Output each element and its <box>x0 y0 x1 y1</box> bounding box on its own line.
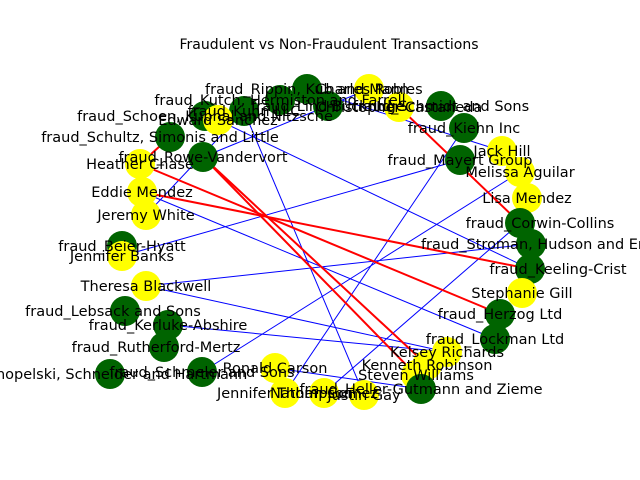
edge-12 <box>145 285 448 353</box>
customer-node-n40 <box>349 380 379 410</box>
customer-node-n22 <box>107 241 137 271</box>
merchant-node-n30 <box>149 332 179 362</box>
merchant-node-n0 <box>292 74 322 104</box>
node-label-n22: Jennifer Banks <box>69 249 174 265</box>
customer-node-n25 <box>507 278 537 308</box>
nodes-layer <box>95 74 546 410</box>
node-label-n13: fraud_Rowe-Vandervort <box>118 150 287 166</box>
merchant-node-n3 <box>229 96 259 126</box>
node-label-n15: Melissa Aguilar <box>465 165 574 181</box>
customer-node-n16 <box>127 177 157 207</box>
node-label-n27: fraud_Herzog Ltd <box>438 307 563 323</box>
node-label-n39: Nathan Gomez <box>270 386 378 402</box>
edges-layer <box>121 88 532 396</box>
merchant-node-n6 <box>426 91 456 121</box>
node-label-n32: Kenneth Robinson <box>362 358 493 374</box>
customer-node-n38 <box>270 378 300 408</box>
customer-node-n8 <box>203 105 233 135</box>
edge-13 <box>167 324 448 353</box>
edge-8 <box>217 119 531 270</box>
customer-node-n39 <box>309 378 339 408</box>
node-label-n29: fraud_Lockman Ltd <box>426 332 564 348</box>
node-label-n20: fraud_Stroman, Hudson and Erdman <box>421 237 640 253</box>
node-label-n1: Charles Robles <box>315 82 422 98</box>
edge-2 <box>145 243 532 287</box>
customer-node-n11 <box>487 136 517 166</box>
customer-node-n18 <box>131 200 161 230</box>
customer-node-n1 <box>354 74 384 104</box>
edge-3 <box>243 110 365 396</box>
customer-node-n17 <box>512 183 542 213</box>
fraud-edge-17 <box>139 163 501 315</box>
node-label-n8: Edward Sanchez <box>158 113 278 129</box>
customer-node-n15 <box>505 157 535 187</box>
node-label-n6: fraud_Schmidt and Sons <box>353 99 529 115</box>
merchant-node-n27 <box>485 299 515 329</box>
chart-title: Fraudulent vs Non-Fraudulent Transaction… <box>179 37 478 53</box>
node-label-n19: fraud_Corwin-Collins <box>466 216 615 232</box>
node-label-n3: fraud_Kuhn LLC <box>188 104 301 120</box>
node-label-n37: fraud_Heller-Gutmann and Zieme <box>299 382 542 398</box>
merchant-node-n35 <box>187 357 217 387</box>
merchant-node-n14 <box>445 145 475 175</box>
customer-node-n24 <box>131 271 161 301</box>
node-label-n35: fraud_Schmeler and Sons <box>109 365 294 381</box>
node-label-n30: fraud_Rutherford-Mertz <box>72 340 241 356</box>
node-label-n7: fraud_Schoen, Kuphal and Nitzsche <box>77 109 333 125</box>
merchant-node-n37 <box>406 374 436 404</box>
node-label-n10: fraud_Schultz, Simonis and Little <box>41 130 279 146</box>
merchant-node-n34 <box>95 359 125 389</box>
merchant-node-n4 <box>265 85 295 115</box>
fraud-edge-16 <box>141 191 531 270</box>
node-label-n17: Lisa Mendez <box>482 191 572 207</box>
node-label-n34: fraud_Konopelski, Schneider and Hartmann <box>0 367 247 383</box>
node-label-n5: fraud_Lind-Buckridge <box>251 99 405 115</box>
node-label-n16: Eddie Mendez <box>91 185 193 201</box>
customer-node-n33 <box>260 353 290 383</box>
node-label-n38: Jennifer Thompson <box>216 386 353 402</box>
customer-node-n2 <box>384 92 414 122</box>
merchant-node-n10 <box>155 122 185 152</box>
edge-7 <box>201 171 521 373</box>
edge-5 <box>323 222 521 394</box>
node-label-n40: Justin Gay <box>326 388 401 404</box>
merchant-node-n20 <box>516 229 546 259</box>
node-label-n28: fraud_Kerluke-Abshire <box>89 318 248 334</box>
node-label-n11: Jack Hill <box>472 144 530 160</box>
merchant-node-n26 <box>110 296 140 326</box>
merchant-node-n5 <box>313 91 343 121</box>
node-label-n33: Ronald Carson <box>223 361 328 377</box>
node-label-n36: Steven Williams <box>358 368 474 384</box>
node-label-n0: fraud_Rippin, Kub and Mann <box>205 82 409 98</box>
edge-1 <box>121 159 461 257</box>
node-label-n26: fraud_Lebsack and Sons <box>25 304 201 320</box>
merchant-node-n29 <box>480 324 510 354</box>
node-label-n18: Jeremy White <box>96 208 194 224</box>
customer-node-n12 <box>125 149 155 179</box>
edge-4 <box>284 127 465 394</box>
node-label-n14: fraud_Mayert Group <box>388 153 533 169</box>
node-label-n31: Kelsey Richards <box>390 345 504 361</box>
node-label-n12: Heather Chase <box>86 157 194 173</box>
node-label-n2: Christopher Castaneda <box>316 100 483 116</box>
merchant-node-n23 <box>515 254 545 284</box>
node-label-n9: fraud_Kiehn Inc <box>408 121 521 137</box>
fraud-edge-19 <box>202 156 417 376</box>
node-label-n4: fraud_Kutch, Hermiston and Farrell <box>154 93 405 109</box>
node-label-n21: fraud_Beier-Hyatt <box>58 239 186 255</box>
edge-6 <box>274 367 422 390</box>
merchant-node-n13 <box>188 142 218 172</box>
node-label-n24: Theresa Blackwell <box>80 279 212 295</box>
node-label-n23: fraud_Keeling-Crist <box>489 262 627 278</box>
node-label-n25: Stephanie Gill <box>471 286 572 302</box>
fraud-edge-20 <box>202 156 428 366</box>
merchant-node-n9 <box>449 113 479 143</box>
